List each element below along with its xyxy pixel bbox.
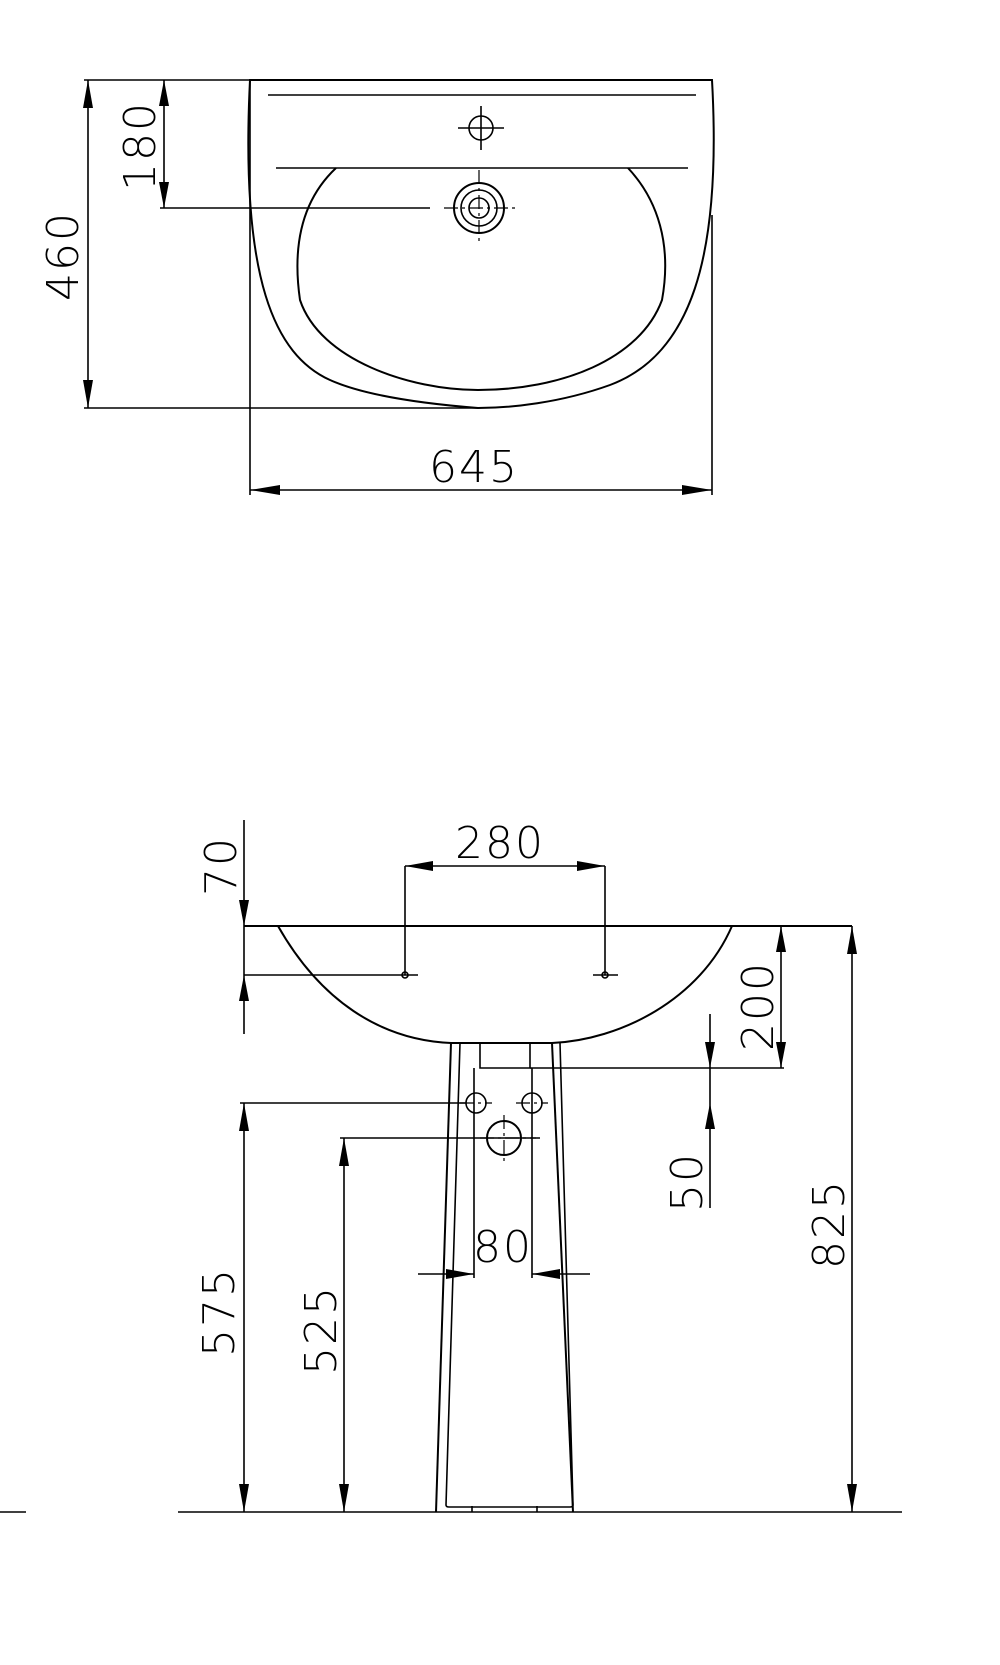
dim-280-label: 280 — [455, 818, 545, 869]
dim-waste-height: 525 — [296, 1137, 540, 1512]
dim-525-label: 525 — [296, 1285, 347, 1375]
drain-hole — [444, 170, 518, 245]
basin-outline — [247, 79, 715, 410]
dim-bowl-depth: 200 — [530, 926, 786, 1069]
dim-depth: 460 — [38, 79, 478, 409]
basin-bowl-profile — [277, 925, 733, 1044]
side-view: 280 70 200 50 — [0, 818, 902, 1513]
tap-hole — [458, 106, 504, 150]
dim-825-label: 825 — [804, 1179, 855, 1269]
dim-rim-height: 825 — [804, 926, 857, 1512]
dim-waste-drop: 50 — [662, 1014, 715, 1212]
dim-pedestal-opening: 80 — [418, 1222, 590, 1279]
dim-575-label: 575 — [194, 1267, 245, 1357]
dim-50-label: 50 — [662, 1152, 713, 1212]
dim-645-label: 645 — [429, 442, 519, 493]
dim-supply-height: 575 — [194, 1102, 466, 1512]
top-view: 460 180 645 — [38, 79, 715, 495]
inner-bowl — [296, 167, 667, 392]
dim-rim-to-fixing: 70 — [196, 820, 393, 1034]
pedestal — [435, 1042, 574, 1513]
dim-tap-hole-offset: 180 — [115, 80, 430, 209]
dim-width: 645 — [249, 80, 713, 495]
dim-180-label: 180 — [115, 101, 166, 191]
supply-hole-right — [516, 1092, 548, 1114]
dim-460-label: 460 — [38, 211, 89, 301]
dim-200-label: 200 — [733, 961, 784, 1051]
dim-fixing-spacing: 280 — [404, 818, 606, 975]
dim-80-label: 80 — [473, 1222, 533, 1273]
dim-70-label: 70 — [196, 836, 247, 896]
